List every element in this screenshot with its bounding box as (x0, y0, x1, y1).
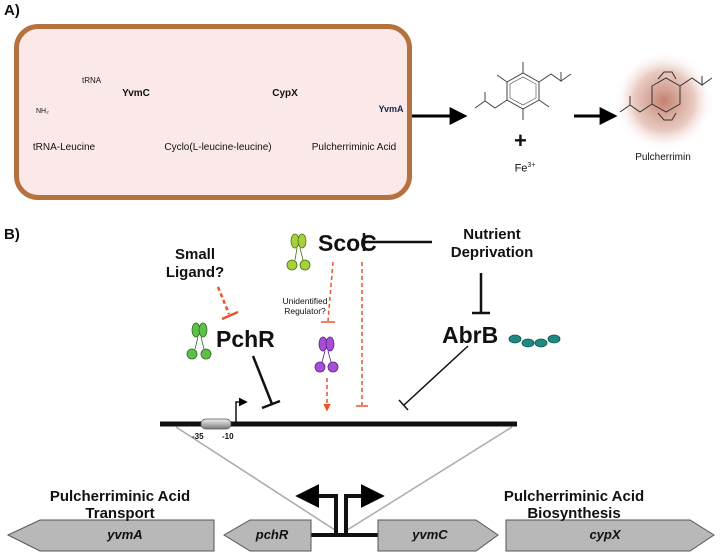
small-ligand-label: Small Ligand? (165, 246, 225, 281)
plus-sign: + (514, 128, 527, 153)
product-label: Pulcherriminic Acid (311, 142, 397, 153)
abrb-protein-icon (508, 334, 561, 348)
gene-arrow-yvmc (377, 519, 499, 552)
extracellular-pulcherriminic-acid-structure (474, 62, 572, 120)
divergent-arrow-left (295, 484, 338, 534)
pchr-to-promoter-line (251, 355, 274, 405)
transport-label: Pulcherriminic Acid Transport (49, 488, 191, 522)
gene-arrow-cypx (505, 519, 715, 552)
trna-group-label: tRNA (82, 76, 102, 85)
abrb-to-promoter-line (403, 345, 469, 406)
unidentified-regulator-label: Unidentified Regulator? (282, 296, 328, 316)
abrb-to-promoter-bar (398, 399, 409, 411)
divergent-arrow-right (344, 484, 385, 534)
minus10-label: -10 (222, 432, 234, 441)
gene-label-yvmc: yvmC (412, 527, 448, 542)
ligand-to-pchr-dash (216, 286, 231, 315)
pulcherrimin-label: Pulcherrimin (635, 152, 691, 163)
substrate-label: tRNA-Leucine (32, 142, 96, 153)
gene-label-pchr: pchR (255, 527, 289, 542)
cell-compartment (14, 24, 412, 200)
pchr-label: PchR (216, 326, 275, 352)
scoc-label: ScoC (318, 230, 377, 256)
unidentified-regulator-icon (314, 336, 339, 373)
pulcherrimin-glow (614, 51, 714, 151)
gene-label-cypx: cypX (589, 527, 621, 542)
nutrient-deprivation-label: Nutrient Deprivation (450, 226, 534, 261)
panel-a-letter: A) (4, 2, 20, 19)
pchr-protein-icon (186, 322, 212, 360)
intermediate-label: Cyclo(L-leucine-leucine) (164, 142, 272, 153)
gene-arrow-pchr (223, 519, 312, 552)
abrb-label: AbrB (442, 322, 499, 348)
pchr-to-promoter-bar (261, 399, 281, 410)
gene-label-yvma: yvmA (107, 527, 143, 542)
zoom-line-left (175, 426, 339, 533)
transporter-label: YvmA (378, 104, 404, 114)
ligand-to-pchr-bar (221, 310, 239, 321)
zoom-line-right (343, 426, 513, 533)
scoc-to-regulator-dash (327, 261, 334, 322)
enzyme-cypx-label: CypX (272, 88, 298, 99)
gene-arrow-yvma (6, 519, 215, 552)
pulcherrimin-structure (619, 71, 713, 121)
biosynthesis-label: Pulcherriminic Acid Biosynthesis (503, 488, 645, 522)
promoter-box (200, 418, 232, 430)
scoc-protein-icon (286, 233, 311, 271)
iron-label: Fe3+ (514, 162, 536, 175)
enzyme-yvmc-label: YvmC (122, 88, 150, 99)
panel-b-letter: B) (4, 226, 20, 243)
minus35-label: -35 (192, 432, 204, 441)
tss-arrow (235, 397, 248, 422)
nh2-label: NH₂ (36, 108, 49, 115)
